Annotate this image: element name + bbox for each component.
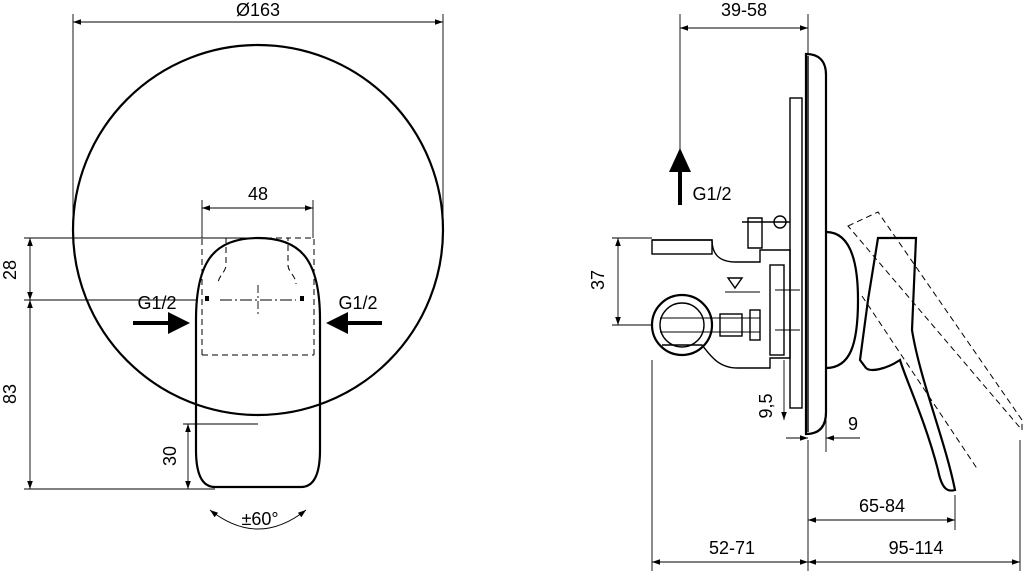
dim-65-84-label: 65-84 xyxy=(859,496,905,516)
handle-width-label: 48 xyxy=(248,184,268,204)
dim-30-label: 30 xyxy=(160,446,180,466)
hidden-cartridge xyxy=(201,237,315,356)
valve-body xyxy=(650,215,800,369)
handle-outline xyxy=(194,236,322,489)
rotation-label: ±60° xyxy=(241,509,278,529)
inlet-connector-circle xyxy=(650,293,714,357)
dim-37-label: 37 xyxy=(588,270,608,290)
handle-body-side xyxy=(825,230,860,370)
cover-plate-side xyxy=(804,52,828,436)
lever-side xyxy=(858,236,957,492)
mounting-flange xyxy=(789,97,803,409)
dim-95-114-label: 95-114 xyxy=(889,538,944,558)
front-view: Ø163 48 28 83 30 xyxy=(0,0,445,530)
rotation-arc-icon xyxy=(209,509,307,530)
dim-83-label: 83 xyxy=(0,384,20,404)
inlet-right-arrow-icon xyxy=(326,312,382,334)
dim-52-71-label: 52-71 xyxy=(709,538,755,558)
outlet-label: G1/2 xyxy=(692,184,731,204)
cover-plate-circle xyxy=(71,43,445,417)
dim-39-58-label: 39-58 xyxy=(721,0,767,20)
inlet-left-arrow-icon xyxy=(133,312,190,334)
dim-9-label: 9 xyxy=(848,414,858,434)
side-view: 39-58 G1/2 xyxy=(588,0,1023,571)
inlet-left-label: G1/2 xyxy=(137,293,176,313)
inlet-right-label: G1/2 xyxy=(338,293,377,313)
diameter-label: Ø163 xyxy=(236,0,280,20)
lever-alt-position xyxy=(847,211,1023,471)
dim-9-5-label: 9,5 xyxy=(756,393,776,418)
outlet-arrow-icon xyxy=(669,148,691,205)
dim-28-label: 28 xyxy=(0,260,20,280)
